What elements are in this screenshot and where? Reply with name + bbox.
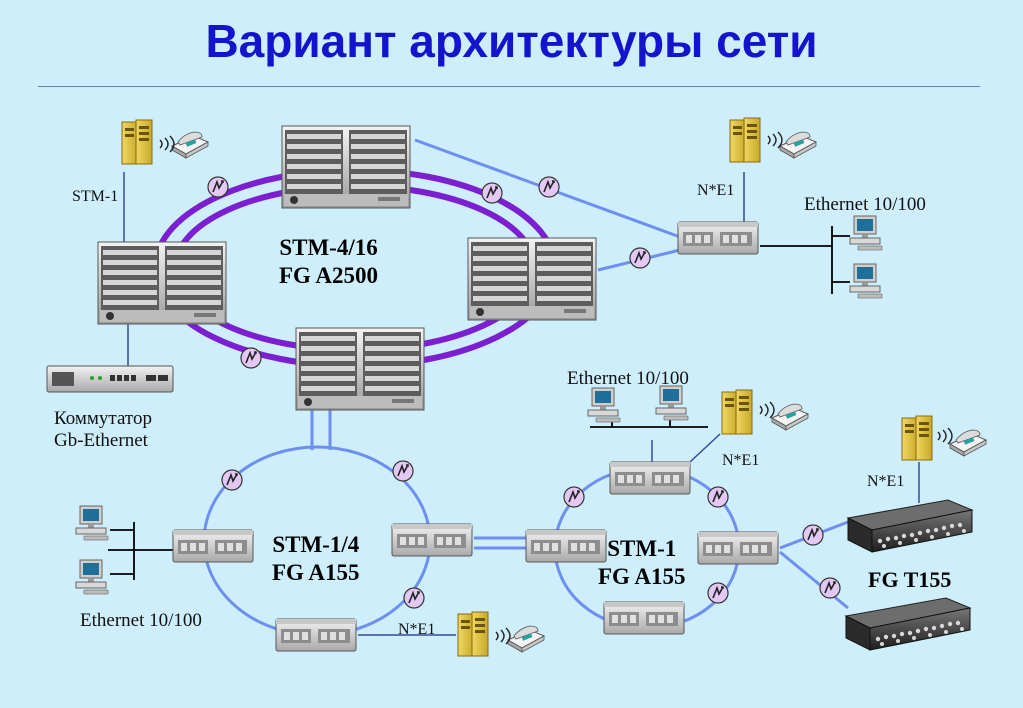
core-ring-label-line1: STM-4/16 — [279, 235, 378, 260]
link-badge-icon — [240, 347, 262, 369]
fg-t155-unit-top — [847, 499, 973, 553]
server-icon — [729, 117, 761, 163]
core-ring-label: STM-4/16 FG A2500 — [279, 234, 378, 289]
link-badge-icon — [563, 486, 585, 508]
link-badge-icon — [707, 582, 729, 604]
computer-icon — [655, 385, 689, 421]
server-icon — [457, 611, 489, 657]
unit-right-ring-bottom — [603, 601, 685, 635]
ethernet-top-right-label: Ethernet 10/100 — [804, 194, 926, 215]
computer-icon — [849, 215, 883, 251]
unit-right-ring-top — [609, 461, 691, 495]
signal-waves-icon — [495, 627, 511, 645]
ethernet-bottom-left-label: Ethernet 10/100 — [80, 610, 202, 631]
core-rack-top — [281, 125, 411, 209]
unit-left-ring-bottom — [275, 618, 357, 652]
ne1-mid-label: N*E1 — [722, 452, 760, 469]
link-badge-icon — [481, 182, 503, 204]
phone-icon — [949, 429, 987, 457]
computer-icon — [75, 505, 109, 541]
left-ring-label-line1: STM-1/4 — [272, 532, 360, 557]
signal-waves-icon — [759, 401, 775, 419]
links — [108, 138, 920, 636]
signal-waves-icon — [767, 131, 783, 149]
unit-right-ring-left — [525, 529, 607, 563]
link-badge-icon — [403, 587, 425, 609]
phone-icon — [771, 403, 809, 431]
computer-icon — [75, 559, 109, 595]
unit-top-right — [677, 221, 759, 255]
computer-icon — [849, 263, 883, 299]
server-icon — [901, 415, 933, 461]
phone-icon — [171, 131, 209, 159]
title-divider — [38, 86, 980, 87]
core-ring-label-line2: FG A2500 — [279, 262, 379, 288]
unit-left-ring-right — [391, 523, 473, 557]
unit-right-ring-right — [697, 531, 779, 565]
core-rack-bottom — [295, 327, 425, 411]
right-ring-label-line2: FG A155 — [598, 563, 686, 589]
link-badge-icon — [207, 176, 229, 198]
signal-waves-icon — [937, 427, 953, 445]
left-ring-label-line2: FG A155 — [272, 559, 360, 585]
ne1-right-label: N*E1 — [867, 473, 905, 490]
computer-icon — [587, 387, 621, 423]
right-ring-label: STM-1 FG A155 — [598, 535, 686, 590]
core-rack-left — [97, 241, 227, 325]
stm1-label: STM-1 — [72, 188, 119, 205]
right-ring-label-line1: STM-1 — [607, 536, 677, 561]
ne1-bottom-label: N*E1 — [398, 621, 436, 638]
phone-icon — [507, 625, 545, 653]
phone-icon — [779, 131, 817, 159]
server-icon — [121, 119, 153, 165]
link-badge-icon — [802, 524, 824, 546]
server-icon — [721, 389, 753, 435]
link-badge-icon — [538, 176, 560, 198]
signal-waves-icon — [159, 135, 175, 153]
link-badge-icon — [221, 469, 243, 491]
switch-label-line2: Gb-Ethernet — [54, 429, 148, 451]
switch-label: Коммутатор Gb-Ethernet — [54, 408, 152, 452]
switch-label-line1: Коммутатор — [54, 408, 152, 429]
ethernet-mid-label: Ethernet 10/100 — [567, 368, 689, 389]
link-badge-icon — [629, 247, 651, 269]
page-title: Вариант архитектуры сети — [205, 15, 818, 67]
fg-t155-unit-bottom — [845, 597, 971, 651]
link-badge-icon — [819, 577, 841, 599]
core-rack-right — [467, 237, 597, 321]
ne1-top-label: N*E1 — [697, 182, 735, 199]
left-ring-label: STM-1/4 FG A155 — [272, 531, 360, 586]
link-badge-icon — [392, 460, 414, 482]
unit-left-ring-left — [172, 529, 254, 563]
gb-ethernet-switch — [46, 365, 174, 393]
fg-t155-label: FG T155 — [868, 567, 952, 592]
link-badge-icon — [707, 486, 729, 508]
